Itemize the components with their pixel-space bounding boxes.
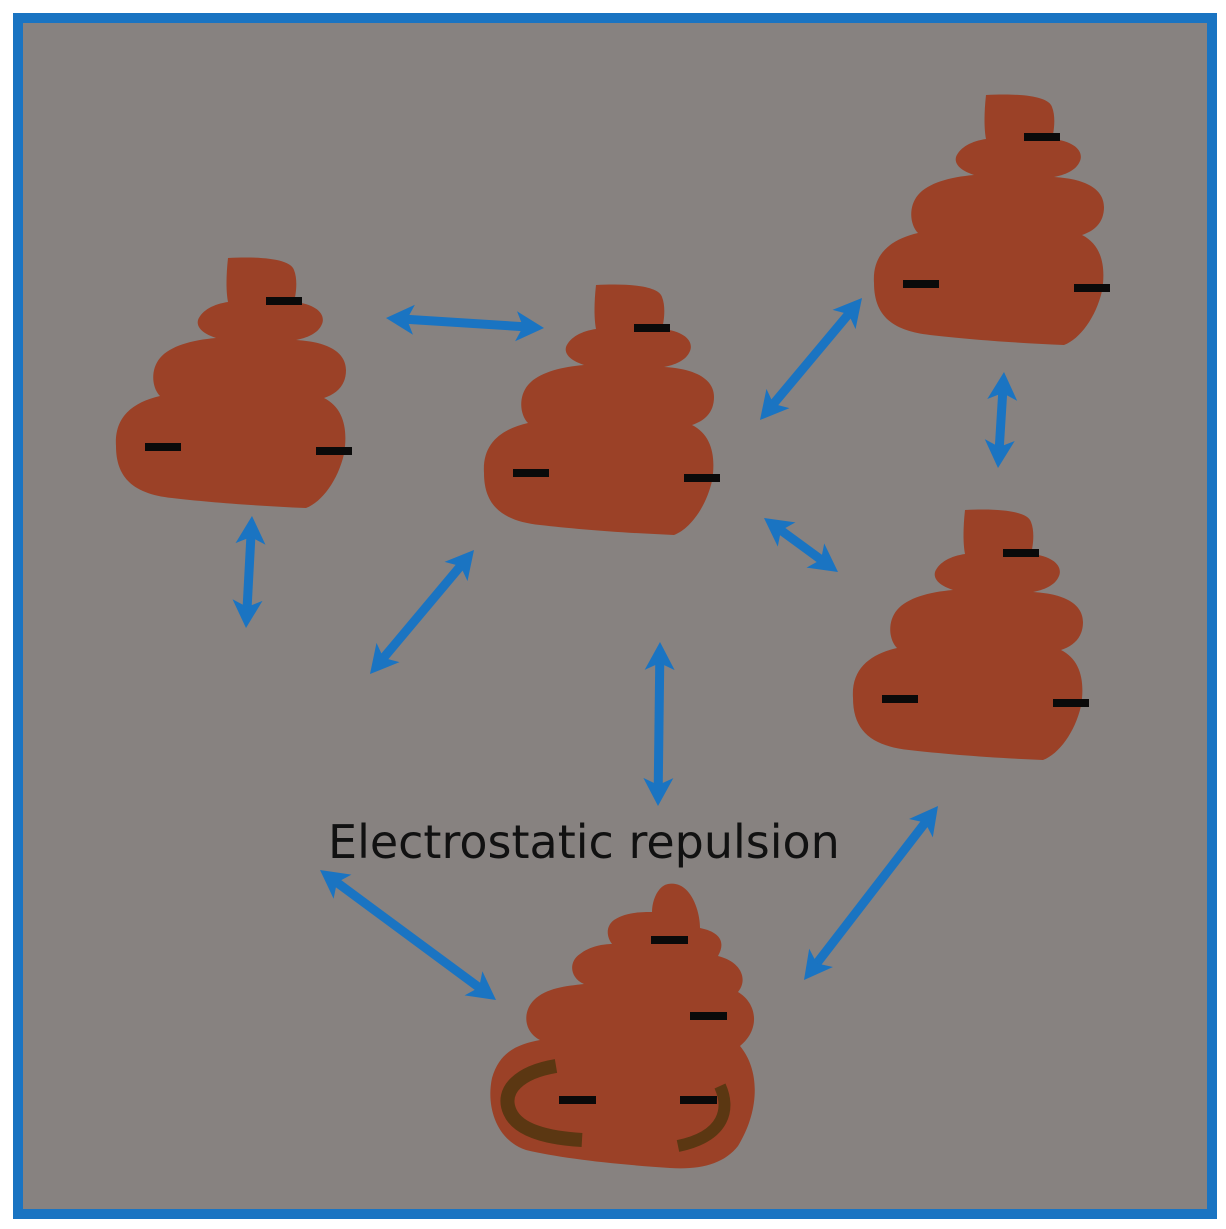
arrow-head: [806, 543, 838, 572]
charge-mark: [513, 469, 549, 477]
particle-top-right: [873, 94, 1110, 345]
charge-mark: [266, 297, 302, 305]
arrow-head: [987, 372, 1018, 401]
charge-mark: [145, 443, 181, 451]
charge-mark: [882, 695, 918, 703]
arrow-head: [804, 948, 833, 980]
arrow-head: [464, 971, 496, 1000]
charge-mark: [680, 1096, 717, 1104]
arrow-head: [984, 439, 1015, 468]
arrow-head: [643, 777, 674, 806]
charge-mark: [1024, 133, 1060, 141]
particle-center: [483, 284, 720, 535]
arrow-head: [644, 642, 675, 671]
arrow-top-left-down: [232, 516, 266, 628]
arrow-head: [832, 298, 862, 330]
charge-mark: [1074, 284, 1110, 292]
arrow-head: [764, 518, 796, 547]
fiber-strand: [676, 1083, 731, 1152]
charge-mark: [684, 474, 720, 482]
arrow-head: [370, 642, 400, 674]
arrow-top-left-to-center: [386, 304, 544, 342]
particle-bottom: [490, 883, 755, 1169]
charge-mark: [1003, 549, 1039, 557]
arrow-head: [386, 304, 415, 335]
arrow-center-to-top-right: [760, 298, 862, 420]
charge-mark: [634, 324, 670, 332]
arrow-head: [760, 388, 790, 420]
charge-mark: [690, 1012, 727, 1020]
arrow-bottom-right: [804, 806, 938, 980]
charge-mark: [559, 1096, 596, 1104]
charge-mark: [903, 280, 939, 288]
arrow-head: [232, 599, 263, 628]
fiber-strand: [500, 1059, 583, 1147]
arrow-center-to-right: [764, 518, 838, 572]
arrow-head: [515, 311, 544, 342]
particle-top-left: [115, 257, 352, 508]
arrow-head: [235, 516, 266, 545]
arrow-head: [909, 806, 938, 838]
arrow-head: [444, 550, 474, 582]
arrow-center-down: [643, 642, 675, 806]
arrow-bottom-left: [320, 870, 496, 1000]
charge-mark: [316, 447, 352, 455]
arrow-center-down-left: [370, 550, 474, 674]
repulsion-label: Electrostatic repulsion: [328, 815, 840, 869]
arrow-head: [320, 870, 352, 899]
particle-right: [852, 509, 1089, 760]
charge-mark: [1053, 699, 1089, 707]
charge-mark: [651, 936, 688, 944]
arrow-top-right-to-right: [984, 372, 1018, 468]
